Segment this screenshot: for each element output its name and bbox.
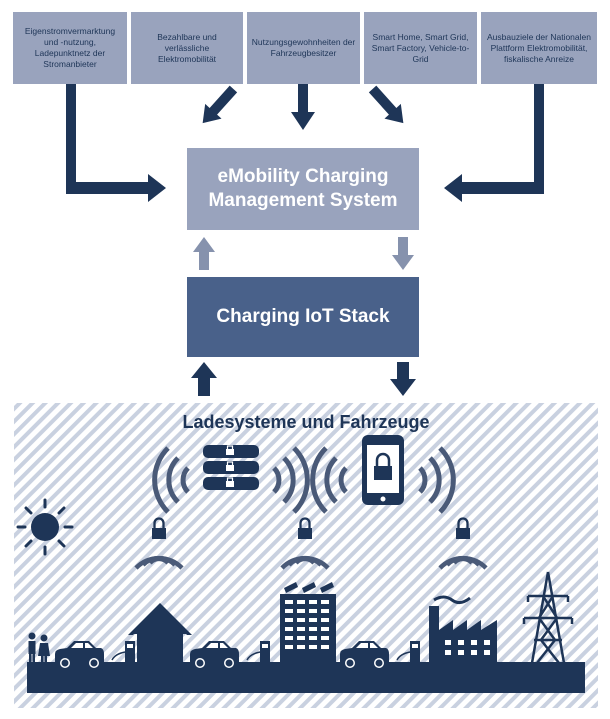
wifi-waves-top	[152, 446, 456, 514]
arrow-up-to-ems	[193, 237, 215, 270]
emobility-charging-management-system: eMobility Charging Management System	[187, 148, 419, 230]
office-building-icon	[280, 582, 336, 663]
car-icon	[55, 641, 104, 668]
factory-icon	[429, 595, 497, 663]
charging-station-icon	[396, 641, 420, 663]
arrow-driver-2	[202, 85, 238, 124]
sun-icon	[16, 498, 74, 556]
arrow-driver-5	[444, 84, 544, 202]
charging-station-icon	[246, 641, 270, 663]
car-icon	[340, 641, 389, 668]
house-icon	[128, 603, 192, 663]
arrow-driver-4	[368, 85, 404, 124]
arrow-down-to-stack	[392, 237, 414, 270]
ems-stack-arrows	[193, 237, 414, 270]
scene-title: Ladesysteme und Fahrzeuge	[182, 412, 430, 432]
stack-label: Charging IoT Stack	[216, 306, 390, 327]
people-icon	[28, 632, 50, 663]
lock-signal-1	[134, 517, 184, 570]
driver-box-usage-habits: Nutzungsgewohnheiten der Fahrzeugbesitze…	[247, 12, 360, 84]
driver-box-affordable-emobility: Bezahlbare und verlässliche Elektromobil…	[131, 12, 243, 84]
ems-label: eMobility Charging Management System	[208, 166, 398, 211]
smartphone-icon	[362, 435, 404, 505]
arrow-up-to-stack	[191, 362, 217, 396]
charging-station-icon	[111, 641, 135, 663]
ground	[27, 662, 585, 693]
lock-signal-3	[438, 517, 488, 570]
stack-scene-arrows	[191, 362, 416, 396]
server-icon	[203, 445, 259, 490]
power-pylon-icon	[522, 571, 574, 664]
arrow-driver-1	[66, 84, 166, 202]
driver-box-smart-grid: Smart Home, Smart Grid, Smart Factory, V…	[364, 12, 477, 84]
driver-box-energy-marketing: Eigenstromvermarktung und -nutzung, Lade…	[13, 12, 127, 84]
driver-arrows	[66, 84, 544, 202]
driver-box-national-platform: Ausbauziele der Nationalen Plattform Ele…	[481, 12, 597, 84]
car-icon	[190, 641, 239, 668]
lock-signal-2	[280, 517, 330, 570]
solar-panels-icon	[284, 582, 334, 593]
arrow-down-to-scene	[390, 362, 416, 396]
arrow-driver-3	[291, 84, 315, 130]
charging-iot-stack: Charging IoT Stack	[187, 277, 419, 357]
